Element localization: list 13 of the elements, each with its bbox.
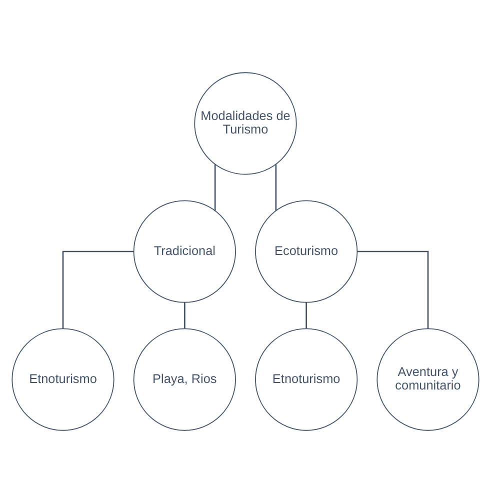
connector (357, 250, 429, 329)
node-circle: Tradicional (133, 200, 236, 303)
connector (214, 164, 216, 211)
node-circle: Ecoturismo (255, 200, 358, 303)
node-circle: Etnoturismo (12, 328, 114, 431)
connector (306, 302, 308, 328)
node-circle: Playa, Rios (133, 328, 236, 431)
connector (184, 302, 186, 328)
connector (62, 250, 134, 329)
node-circle: Etnoturismo (255, 328, 358, 431)
connector (275, 164, 277, 211)
node-circle: Modalidades de Turismo (194, 72, 297, 175)
node-circle: Aventura y comunitario (376, 328, 480, 431)
